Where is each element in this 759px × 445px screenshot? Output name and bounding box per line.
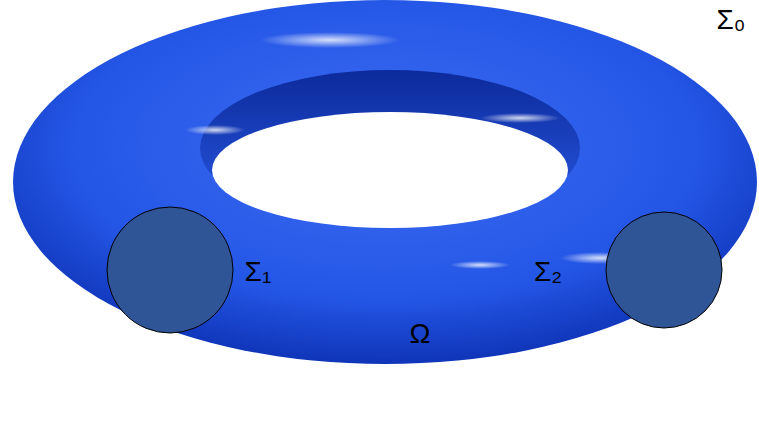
domain-label: Ω: [410, 319, 431, 350]
torus-body: [13, 0, 757, 364]
boundary-label: Σ₁: [245, 257, 272, 288]
boundary-label: Σ₂: [534, 257, 562, 288]
highlight: [450, 261, 510, 269]
torus-hole: [212, 112, 568, 228]
cross-section-disk: [606, 212, 722, 328]
highlight: [185, 125, 245, 135]
highlight: [480, 113, 560, 123]
highlight: [260, 32, 400, 48]
cross-section-disk: [107, 207, 233, 333]
boundary-label: Σ₀: [717, 5, 746, 36]
